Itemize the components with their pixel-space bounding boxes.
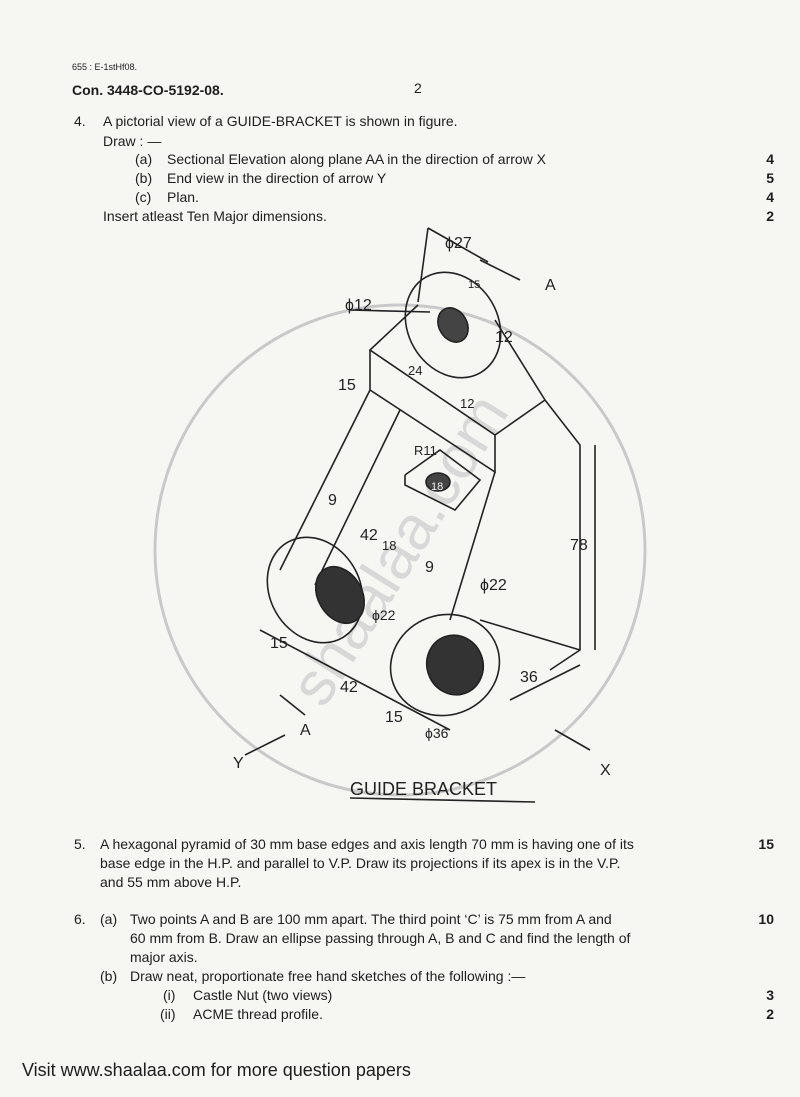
q6b-label: (b) [100, 968, 118, 984]
q5-line-1: A hexagonal pyramid of 30 mm base edges … [100, 836, 634, 852]
left-arm-edge-1 [279, 389, 371, 571]
leader-12 [349, 309, 431, 313]
dim-d22-left: ϕ22 [372, 607, 396, 623]
q4-part-a-marks: 4 [766, 151, 774, 167]
left-boss [266, 536, 364, 644]
dim-78: 78 [570, 537, 588, 554]
dim-36: 36 [520, 669, 538, 686]
rib-hole [425, 472, 451, 492]
top-hole [437, 307, 469, 343]
footer-link[interactable]: Visit www.shaalaa.com for more question … [22, 1060, 411, 1080]
right-boss [389, 613, 501, 717]
q4-part-b-label: (b) [135, 170, 153, 186]
q4-insert-marks: 2 [766, 208, 774, 224]
dim-line-36 [509, 664, 581, 701]
q6a-marks: 10 [758, 911, 774, 927]
section-label-top: A [545, 277, 556, 294]
q5-line-2: base edge in the H.P. and parallel to V.… [100, 855, 621, 871]
q5-marks: 15 [758, 836, 774, 852]
dim-15-bottom-right: 15 [385, 709, 403, 726]
paper-code: Con. 3448-CO-5192-08. [72, 82, 224, 98]
section-arrow-bottom [279, 694, 306, 716]
q6b-i-text: Castle Nut (two views) [193, 987, 333, 1003]
dim-18-vert: 18 [382, 538, 396, 553]
dim-d36: ϕ36 [425, 725, 449, 741]
section-arrow-top [479, 259, 521, 281]
q4-insert: Insert atleast Ten Major dimensions. [103, 208, 327, 224]
dim-12-top: 12 [495, 329, 513, 346]
caption-underline [349, 797, 536, 803]
mid-edge [449, 471, 496, 621]
dim-15-top: 15 [468, 279, 480, 291]
dim-12-mid: 12 [460, 396, 474, 411]
dim-18-rib: 18 [431, 481, 443, 493]
right-hole [425, 634, 485, 696]
view-label-x: X [600, 762, 611, 779]
q4-part-c-label: (c) [135, 189, 152, 205]
page-number: 2 [414, 80, 422, 96]
q4-part-c-marks: 4 [766, 189, 774, 205]
q4-text: A pictorial view of a GUIDE-BRACKET is s… [103, 113, 458, 129]
q6-number: 6. [74, 911, 86, 927]
web-edge [494, 319, 546, 401]
figure-caption: GUIDE BRACKET [350, 779, 497, 799]
dim-line-bottom [259, 629, 451, 731]
left-hole [314, 565, 366, 625]
q4-part-c-text: Plan. [167, 189, 199, 205]
upper-block-front [369, 350, 496, 474]
dim-9-left: 9 [328, 492, 337, 509]
view-label-y: Y [233, 755, 244, 772]
arrow-x [554, 729, 591, 751]
right-leg [544, 399, 581, 671]
q5-line-3: and 55 mm above H.P. [100, 874, 242, 890]
dim-42-bottom: 42 [340, 679, 358, 696]
q5-number: 5. [74, 836, 86, 852]
q6a-line-2: 60 mm from B. Draw an ellipse passing th… [130, 930, 631, 946]
dim-line-27 [427, 227, 489, 263]
q6b-i-label: (i) [163, 987, 176, 1003]
dim-15-bottom-left: 15 [270, 635, 288, 652]
base-edge [479, 619, 581, 651]
q6b-ii-label: (ii) [160, 1006, 176, 1022]
ext-line-27 [417, 227, 429, 303]
guide-bracket-figure: ϕ27 ϕ12 15 12 24 15 12 R11 18 9 42 18 9 … [233, 227, 611, 803]
dim-d22-right: ϕ22 [480, 577, 507, 594]
dim-d12: ϕ12 [345, 297, 372, 314]
dim-9-right: 9 [425, 559, 434, 576]
header-code: 655 : E-1stHf08. [72, 62, 138, 72]
upper-block-top [368, 304, 546, 436]
q6b-ii-text: ACME thread profile. [193, 1006, 323, 1022]
q6b-i-marks: 3 [766, 987, 774, 1003]
q6a-line-3: major axis. [130, 949, 198, 965]
top-boss [404, 271, 502, 379]
q4-part-a-label: (a) [135, 151, 153, 167]
dim-15-side: 15 [338, 377, 356, 394]
section-label-bottom: A [300, 722, 311, 739]
q4-part-a-text: Sectional Elevation along plane AA in th… [167, 151, 547, 167]
dim-42-vert: 42 [360, 527, 378, 544]
q6a-label: (a) [100, 911, 118, 927]
rib [404, 449, 482, 511]
q6a-line-1: Two points A and B are 100 mm apart. The… [130, 911, 612, 927]
dim-d27: ϕ27 [445, 235, 472, 252]
dim-24: 24 [408, 363, 422, 378]
q6b-ii-marks: 2 [766, 1006, 774, 1022]
left-arm-edge-2 [314, 409, 401, 586]
arrow-y [244, 734, 286, 756]
dim-r11: R11 [414, 443, 437, 458]
q4-part-b-text: End view in the direction of arrow Y [167, 170, 387, 186]
q4-part-b-marks: 5 [766, 170, 774, 186]
q4-draw: Draw : — [103, 133, 162, 149]
q4-number: 4. [74, 113, 86, 129]
q6b-text: Draw neat, proportionate free hand sketc… [130, 968, 526, 984]
